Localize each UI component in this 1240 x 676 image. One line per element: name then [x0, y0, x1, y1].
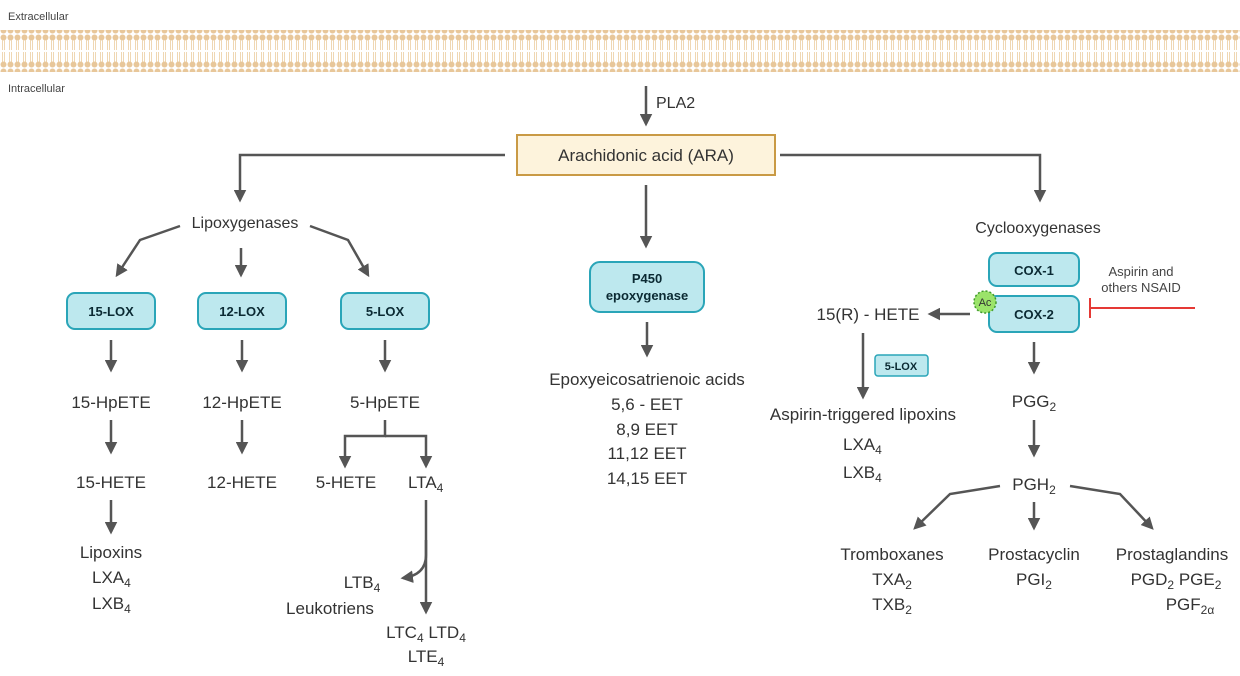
- eet-8-9: 8,9 EET: [616, 420, 677, 439]
- eet-14-15: 14,15 EET: [607, 469, 687, 488]
- extracellular-label: Extracellular: [8, 11, 69, 23]
- eet-title: Epoxyeicosatrienoic acids: [549, 370, 745, 389]
- 15-lox-box: [66, 292, 156, 330]
- acetyl-label: Ac: [979, 297, 992, 309]
- 12-hete: 12-HETE: [207, 473, 277, 492]
- lxb4: LXB4: [92, 594, 131, 616]
- lxa4: LXA4: [92, 568, 131, 590]
- cox-2-label: COX-2: [1014, 307, 1054, 322]
- p450-epoxygenase-box: [589, 261, 705, 313]
- ara-to-lox-arrow: [233, 153, 505, 203]
- pgf2a: PGF2α: [1166, 595, 1215, 617]
- lipoxygenases-label: Lipoxygenases: [192, 215, 299, 232]
- intracellular-label: Intracellular: [8, 83, 65, 95]
- pgd2-pge2: PGD2 PGE2: [1131, 570, 1222, 592]
- epoxygenase-label: epoxygenase: [606, 288, 688, 303]
- ara-box: [516, 134, 776, 176]
- nsaid-label-line1: Aspirin and: [1108, 264, 1173, 279]
- lte4: LTE4: [408, 647, 445, 669]
- eet-11-12: 11,12 EET: [607, 444, 686, 463]
- 12-lox-box: [197, 292, 287, 330]
- cyclooxygenases-label: Cyclooxygenases: [975, 220, 1100, 237]
- aspirin-triggered-lipoxins: Aspirin-triggered lipoxins: [770, 405, 956, 424]
- cox-1-box: [988, 252, 1080, 287]
- 5-lox-cox-box: [874, 354, 929, 377]
- eet-5-6: 5,6 - EET: [611, 395, 683, 414]
- atl-lxa4: LXA4: [843, 435, 882, 457]
- leukotriens-label: Leukotriens: [286, 599, 374, 618]
- p450-label: P450: [632, 271, 662, 286]
- pgh2-to-tromboxanes-arrow: [913, 484, 1001, 530]
- 15-lox-label: 15-LOX: [88, 304, 134, 319]
- nsaid-label-line2: others NSAID: [1101, 280, 1180, 295]
- 15-hete: 15-HETE: [76, 473, 146, 492]
- 5-hpete: 5-HpETE: [350, 393, 420, 412]
- tromboxanes-label: Tromboxanes: [840, 545, 943, 564]
- 5-lox-cox-label: 5-LOX: [885, 361, 918, 373]
- 15-hpete: 15-HpETE: [71, 393, 150, 412]
- ara-to-cox-arrow: [780, 153, 1047, 203]
- 15r-hete: 15(R) - HETE: [817, 305, 920, 324]
- cox-1-label: COX-1: [1014, 263, 1054, 278]
- cox-2-box: [988, 295, 1080, 333]
- 5hpete-fork: [338, 420, 387, 469]
- cell-membrane: [0, 30, 1240, 72]
- txa2: TXA2: [872, 570, 912, 592]
- lta4: LTA4: [408, 473, 444, 495]
- ara-label: Arachidonic acid (ARA): [558, 146, 734, 165]
- pgh2: PGH2: [1012, 475, 1056, 497]
- 5-lox-box: [340, 292, 430, 330]
- pgg2: PGG2: [1012, 392, 1057, 414]
- txb2: TXB2: [872, 595, 912, 617]
- 12-hpete: 12-HpETE: [202, 393, 281, 412]
- atl-lxb4: LXB4: [843, 463, 882, 485]
- ltc4-ltd4: LTC4 LTD4: [386, 623, 466, 645]
- lta4-to-ltb4-arrow: [400, 500, 428, 583]
- pla2-label: PLA2: [656, 95, 695, 112]
- 5hpete-to-lta4-arrow: [385, 434, 433, 469]
- lox-to-5lox-arrow: [309, 224, 370, 278]
- acetyl-group-icon: [973, 290, 997, 314]
- pgi2: PGI2: [1016, 570, 1052, 592]
- ltb4: LTB4: [344, 573, 381, 595]
- prostacyclin-label: Prostacyclin: [988, 545, 1080, 564]
- 5-lox-label: 5-LOX: [366, 304, 405, 319]
- pgh2-to-prostaglandins-arrow: [1069, 484, 1154, 530]
- prostaglandins-label: Prostaglandins: [1116, 545, 1228, 564]
- 12-lox-label: 12-LOX: [219, 304, 265, 319]
- 5-hete: 5-HETE: [316, 473, 376, 492]
- lox-to-15lox-arrow: [115, 224, 181, 278]
- lipoxins-label: Lipoxins: [80, 543, 142, 562]
